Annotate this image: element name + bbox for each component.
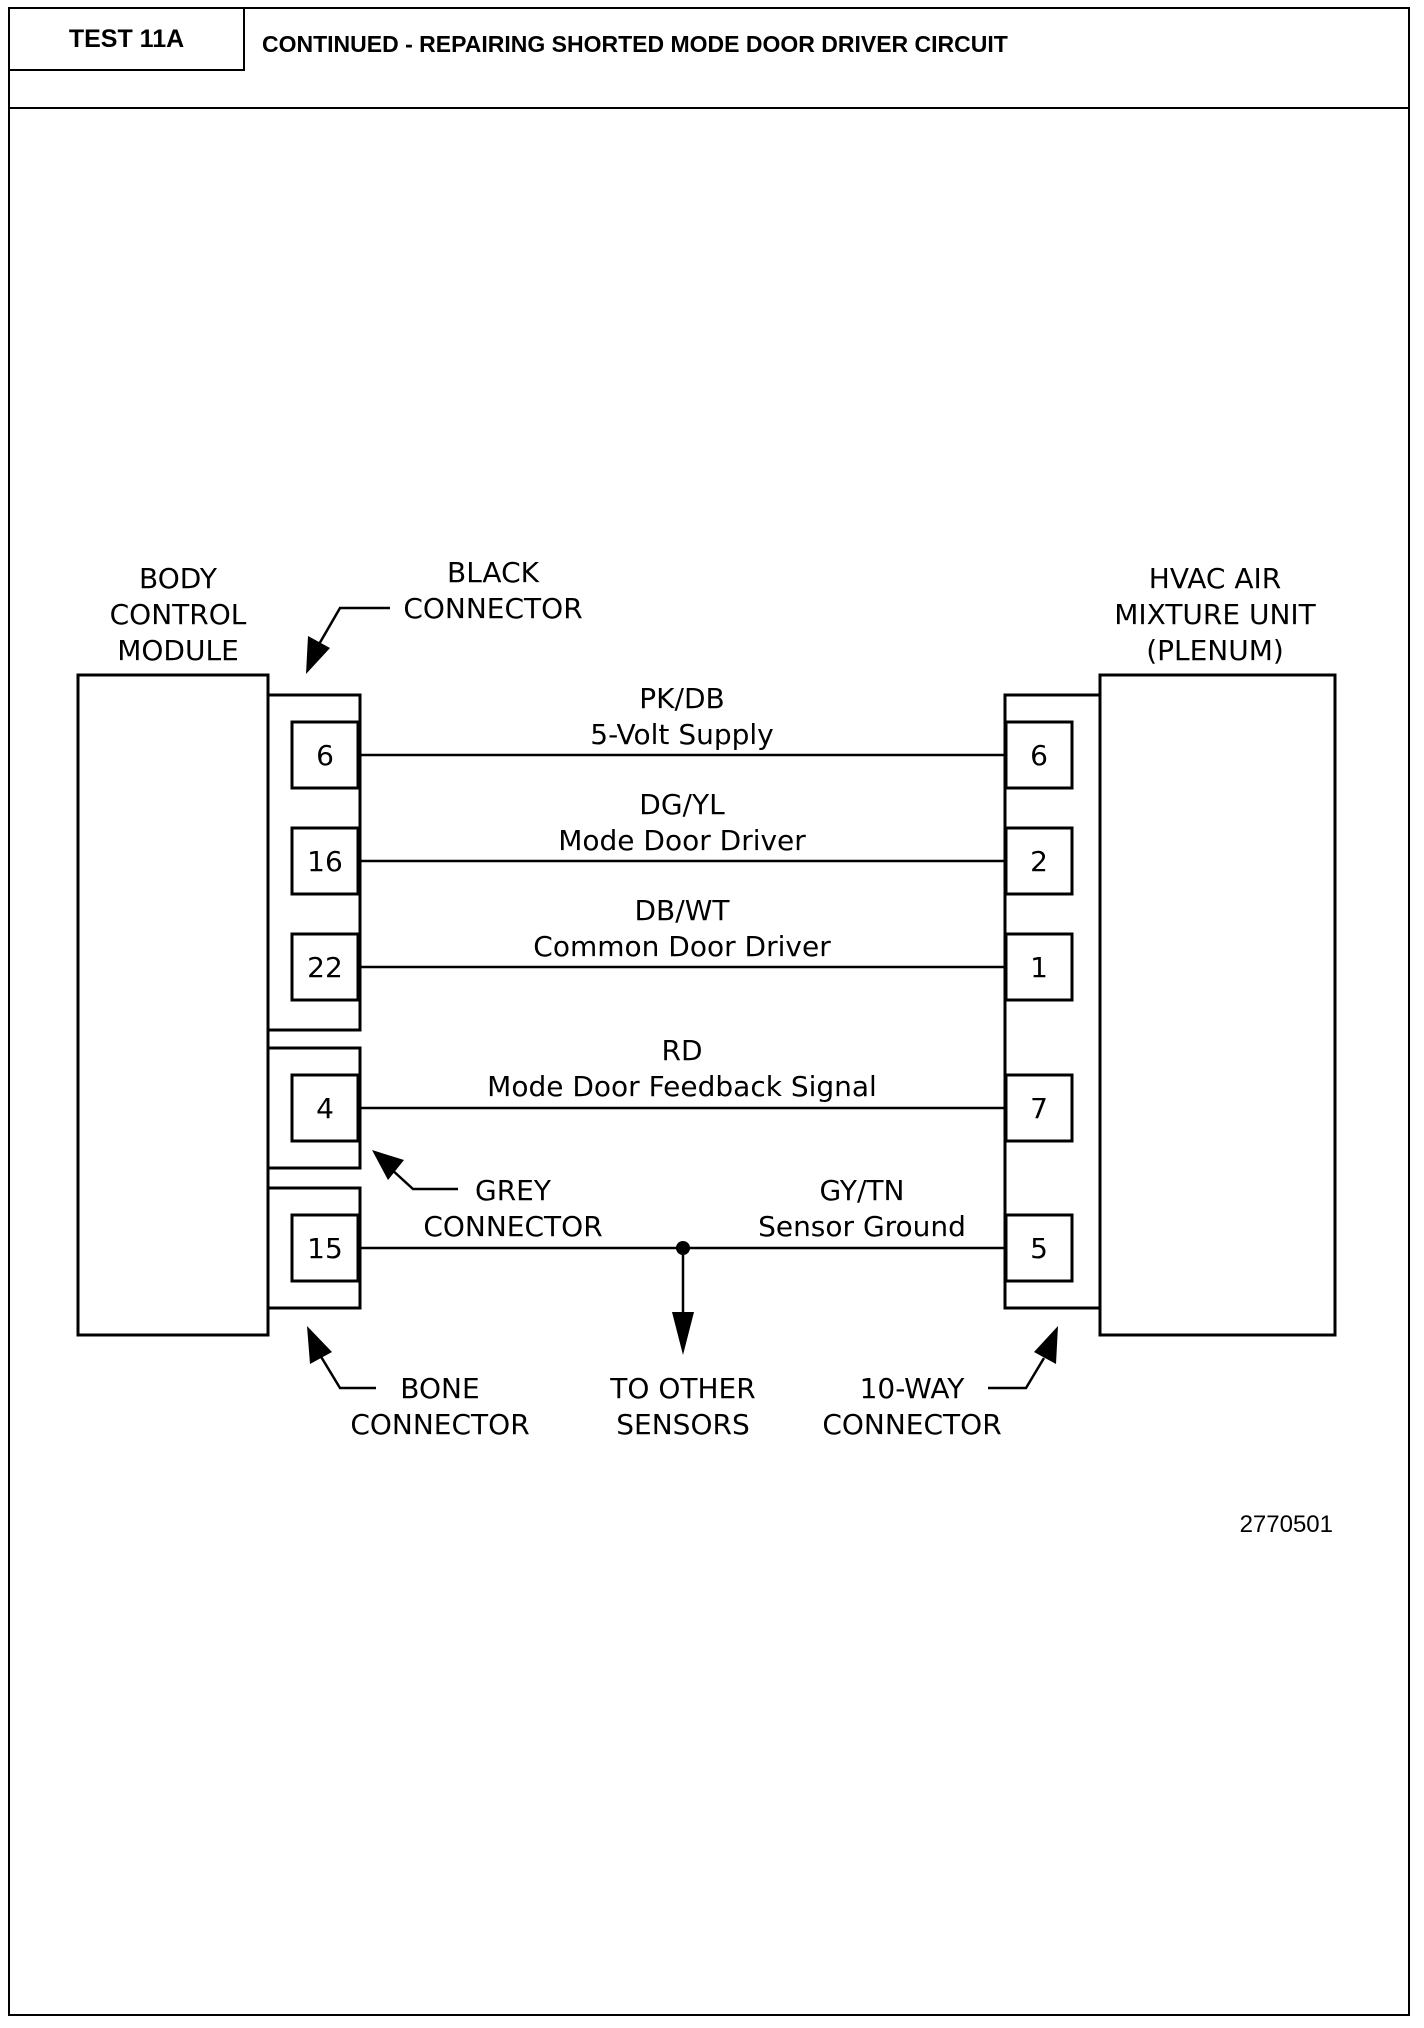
hvac-pin-number: 6 <box>1030 739 1048 772</box>
hvac-pin-box <box>1004 826 1074 896</box>
header-title: CONTINUED - REPAIRING SHORTED MODE DOOR … <box>262 31 1008 57</box>
test-id: TEST 11A <box>68 24 185 53</box>
hvac-pin-box <box>1004 720 1074 790</box>
circuit-name: Sensor Ground <box>758 1210 966 1243</box>
test-id-box: TEST 11A <box>10 9 245 71</box>
figure-number: 2770501 <box>1240 1511 1333 1538</box>
splice-label-line-2: SENSORS <box>616 1408 749 1441</box>
black-connector-leader <box>316 606 390 647</box>
wire-color-code: PK/DB <box>639 682 724 715</box>
grey-connector-arrow-icon <box>372 1150 404 1180</box>
bone-connector-arrow-icon <box>307 1326 332 1364</box>
grey-connector-leader <box>389 1167 458 1191</box>
bcm-pin-box <box>290 720 360 790</box>
bcm-pin-box <box>290 826 360 896</box>
wire-color-code: DB/WT <box>635 894 731 927</box>
bcm-pin-number: 15 <box>307 1232 343 1265</box>
circuit-name: Common Door Driver <box>533 930 831 963</box>
hvac-pin-number: 7 <box>1030 1092 1048 1125</box>
black-connector-housing <box>266 693 362 1032</box>
hvac-label-line-3: (PLENUM) <box>1146 634 1284 667</box>
splice-label-line-1: TO OTHER <box>609 1372 755 1405</box>
bone-connector-leader <box>318 1354 376 1390</box>
bcm-label-line-3: MODULE <box>117 634 239 667</box>
bcm-pin-number: 16 <box>307 845 343 878</box>
bcm-label-line-2: CONTROL <box>110 598 247 631</box>
bone-connector-label-line-1: BONE <box>400 1372 479 1405</box>
circuit-name: 5-Volt Supply <box>590 718 773 751</box>
wire-color-code: RD <box>661 1034 702 1067</box>
ten-way-connector-label-line-2: CONNECTOR <box>822 1408 1001 1441</box>
black-connector-label-line-1: BLACK <box>447 556 540 589</box>
hvac-label-line-2: MIXTURE UNIT <box>1114 598 1316 631</box>
hvac-pin-box <box>1004 932 1074 1002</box>
page-frame: TEST 11A CONTINUED - REPAIRING SHORTED M… <box>8 7 1410 2016</box>
wire-color-code: DG/YL <box>639 788 725 821</box>
bcm-pin-number: 4 <box>316 1092 334 1125</box>
splice-arrow-icon <box>672 1312 694 1355</box>
grey-connector-label-line-1: GREY <box>475 1174 552 1207</box>
ten-way-connector-leader <box>988 1357 1046 1390</box>
ten-way-connector-arrow-icon <box>1034 1326 1058 1364</box>
hvac-pin-number: 5 <box>1030 1232 1048 1265</box>
hvac-pin-box <box>1004 1073 1074 1143</box>
ten-way-connector-label-line-1: 10-WAY <box>860 1372 966 1405</box>
wire-color-code: GY/TN <box>820 1174 905 1207</box>
bcm-pin-number: 6 <box>316 739 334 772</box>
hvac-pin-box <box>1004 1213 1074 1283</box>
body-control-module-box <box>76 673 270 1337</box>
hvac-air-mixture-unit-box <box>1098 673 1337 1337</box>
bcm-pin-box <box>290 1213 360 1283</box>
grey-connector-label-line-2: CONNECTOR <box>423 1210 602 1243</box>
bcm-label-line-1: BODY <box>139 562 218 595</box>
black-connector-arrow-icon <box>306 636 330 674</box>
hvac-pin-number: 1 <box>1030 951 1048 984</box>
hvac-label-line-1: HVAC AIR <box>1149 562 1281 595</box>
hvac-pin-number: 2 <box>1030 845 1048 878</box>
bone-connector-label-line-2: CONNECTOR <box>350 1408 529 1441</box>
bcm-pin-box <box>290 1073 360 1143</box>
black-connector-label-line-2: CONNECTOR <box>403 592 582 625</box>
header-bar: TEST 11A CONTINUED - REPAIRING SHORTED M… <box>10 9 1408 109</box>
circuit-name: Mode Door Driver <box>558 824 806 857</box>
bcm-pin-number: 22 <box>307 951 343 984</box>
circuit-name: Mode Door Feedback Signal <box>487 1070 877 1103</box>
